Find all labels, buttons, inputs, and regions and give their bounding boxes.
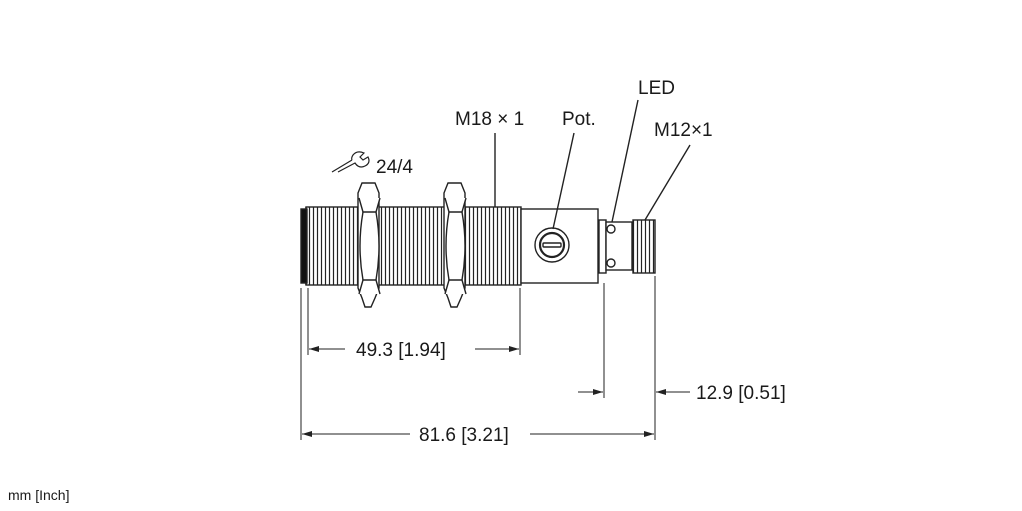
potentiometer-slot <box>542 242 562 248</box>
led-ring <box>598 219 607 274</box>
led-label: LED <box>638 78 675 99</box>
thread-length-dimension: 49.3 [1.94] <box>356 340 446 361</box>
led-indicator <box>606 224 616 234</box>
connector-length-dimension: 12.9 [0.51] <box>696 383 786 404</box>
nut-1 <box>357 182 381 308</box>
threaded-body <box>305 206 522 286</box>
units-label: mm [Inch] <box>8 487 70 503</box>
connector-thread <box>632 219 656 274</box>
neck <box>605 221 633 271</box>
potentiometer-inner-ring <box>538 231 566 259</box>
wrench-size-label: 24/4 <box>376 157 413 178</box>
nut-2 <box>443 182 467 308</box>
connector-leader-line <box>644 144 691 221</box>
pot-label: Pot. <box>562 109 596 130</box>
wrench-icon <box>331 151 370 173</box>
pot-leader-line <box>552 132 575 230</box>
connector-label: M12×1 <box>654 120 713 141</box>
end-cap <box>300 208 308 284</box>
led-leader-line <box>611 99 639 223</box>
led-indicator-lower <box>606 258 616 268</box>
total-length-dimension: 81.6 [3.21] <box>419 425 509 446</box>
thread-label: M18 × 1 <box>455 109 524 130</box>
